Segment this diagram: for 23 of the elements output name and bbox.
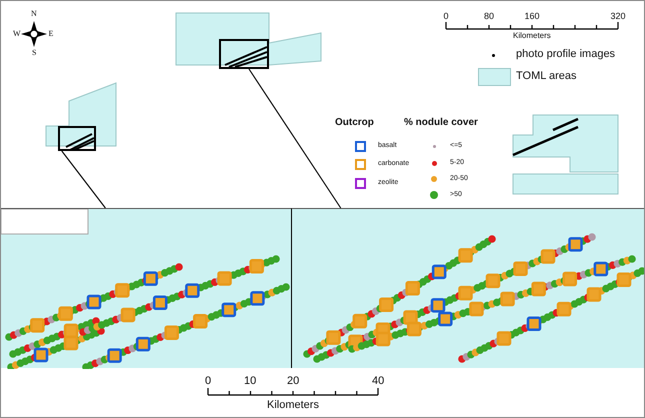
compass-letter: S — [32, 49, 36, 57]
compass-letter: E — [48, 30, 54, 38]
scale-number: 20 — [287, 376, 300, 386]
legend-heading: % nodule cover — [404, 118, 478, 128]
scale-number: 0 — [205, 376, 212, 386]
scale-unit: Kilometers — [267, 400, 319, 410]
scale-number: 320 — [610, 12, 626, 20]
inset-frame — [219, 39, 269, 69]
compass-letter: W — [13, 30, 21, 38]
zoom-line — [248, 68, 342, 208]
map-panel — [291, 208, 644, 368]
scale-number: 10 — [244, 376, 256, 386]
scale-number: 80 — [484, 12, 494, 20]
compass-letter: N — [31, 10, 37, 18]
inset-frame — [58, 126, 96, 151]
scale-number: 0 — [444, 12, 449, 20]
legend-text: photo profile images — [516, 48, 616, 60]
zoom-line — [61, 150, 106, 208]
scale-number: 40 — [372, 376, 384, 386]
legend-text: TOML areas — [516, 70, 577, 82]
legend-heading: Outcrop — [335, 118, 374, 128]
scale-unit: Kilometers — [513, 32, 551, 40]
scale-number: 160 — [524, 12, 540, 20]
